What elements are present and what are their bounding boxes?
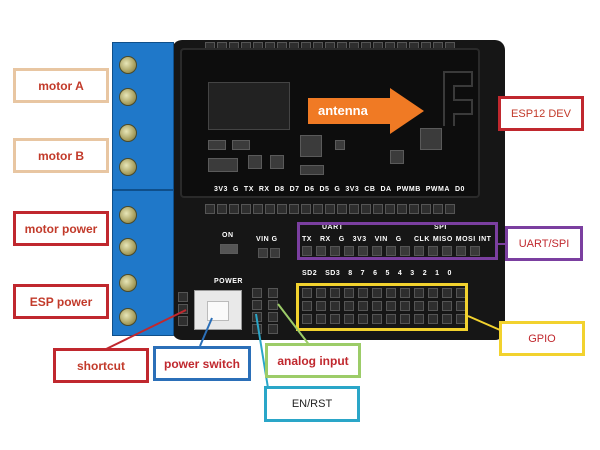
gpio-pin-label: 7 bbox=[360, 270, 366, 277]
shortcut-pins bbox=[178, 292, 188, 326]
smd-component bbox=[300, 165, 324, 175]
motor-b-label: motor B bbox=[13, 138, 109, 173]
terminal-screw bbox=[119, 158, 137, 176]
gpio-highlight bbox=[296, 283, 468, 331]
esp-pin-label: D0 bbox=[454, 186, 465, 193]
analog-pins bbox=[268, 288, 278, 334]
uart-pin-label: VIN bbox=[374, 236, 388, 243]
esp-pin-label: D5 bbox=[319, 186, 330, 193]
terminal-screw bbox=[119, 88, 137, 106]
lower-header-pins bbox=[205, 204, 455, 214]
smd-component bbox=[390, 150, 404, 164]
smd-component bbox=[208, 140, 226, 150]
terminal-screw bbox=[119, 206, 137, 224]
esp-pin-label: D6 bbox=[304, 186, 315, 193]
terminal-screw bbox=[119, 124, 137, 142]
uart-pin-labels: TX RX G 3V3 VIN G bbox=[302, 236, 402, 243]
gpio-pin-labels: SD2 SD3 8 7 6 5 4 3 2 1 0 bbox=[302, 270, 452, 277]
smd-component bbox=[300, 135, 322, 157]
power-led bbox=[220, 244, 238, 254]
motor-a-label: motor A bbox=[13, 68, 109, 103]
smd-component bbox=[270, 155, 284, 169]
uart-pin-label: G bbox=[338, 236, 345, 243]
gpio-pin-label: 6 bbox=[373, 270, 378, 277]
vin-pins bbox=[258, 248, 280, 258]
en-rst-label: EN/RST bbox=[264, 386, 360, 422]
esp-pin-label: RX bbox=[258, 186, 270, 193]
terminal-screw bbox=[119, 56, 137, 74]
uart-pin-label: TX bbox=[302, 236, 312, 243]
uart-spi-highlight bbox=[297, 222, 498, 260]
esp-pin-label: CB bbox=[364, 186, 376, 193]
smd-component bbox=[208, 158, 238, 172]
esp-pin-label: D7 bbox=[289, 186, 300, 193]
uart-pin-label: 3V3 bbox=[352, 236, 367, 243]
gpio-pin-label: 2 bbox=[422, 270, 428, 277]
smd-component bbox=[420, 128, 442, 150]
power-switch-body bbox=[194, 290, 242, 330]
smd-component bbox=[335, 140, 345, 150]
uart-pin-label: G bbox=[395, 236, 402, 243]
shortcut-label: shortcut bbox=[53, 348, 149, 383]
uart-spi-label: UART/SPI bbox=[505, 226, 583, 261]
antenna-label: antenna bbox=[318, 103, 368, 118]
esp-pin-label: D8 bbox=[274, 186, 285, 193]
gpio-pins bbox=[302, 288, 466, 324]
driver-chip bbox=[208, 82, 290, 130]
spi-pin-label: INT bbox=[478, 236, 492, 243]
analog-input-label: analog input bbox=[265, 343, 361, 378]
esp-pin-label: DA bbox=[380, 186, 392, 193]
spi-pin-label: MISO bbox=[432, 236, 453, 243]
spi-pin-label: CLK bbox=[414, 236, 430, 243]
esp-pin-label: 3V3 bbox=[345, 186, 360, 193]
gpio-pin-label: 4 bbox=[397, 270, 403, 277]
uart-pin-label: RX bbox=[319, 236, 331, 243]
gpio-pin-label: 0 bbox=[447, 270, 452, 277]
esp-pin-label: PWMB bbox=[396, 186, 421, 193]
esp-power-label: ESP power bbox=[13, 284, 109, 319]
gpio-label: GPIO bbox=[499, 321, 585, 356]
spi-pin-labels: CLK MISO MOSI INT bbox=[414, 236, 491, 243]
on-led-label: ON bbox=[222, 232, 234, 239]
esp-pin-label: PWMA bbox=[425, 186, 450, 193]
esp-pin-label: TX bbox=[243, 186, 254, 193]
power-silk-label: POWER bbox=[214, 278, 243, 285]
esp12-dev-label: ESP12 DEV bbox=[498, 96, 584, 131]
power-switch-label: power switch bbox=[153, 346, 251, 381]
gpio-pin-label: 5 bbox=[385, 270, 390, 277]
esp-pin-labels: 3V3 G TX RX D8 D7 D6 D5 G 3V3 CB DA PWMB… bbox=[214, 186, 465, 193]
gpio-pin-label: 1 bbox=[435, 270, 440, 277]
terminal-screw bbox=[119, 238, 137, 256]
antenna-trace bbox=[443, 71, 473, 126]
motor-power-label: motor power bbox=[13, 211, 109, 246]
antenna-arrow bbox=[308, 88, 424, 134]
smd-component bbox=[248, 155, 262, 169]
spi-title: SPI bbox=[434, 224, 447, 231]
smd-component bbox=[232, 140, 250, 150]
gpio-pin-label: 8 bbox=[348, 270, 353, 277]
gpio-pin-label: 3 bbox=[410, 270, 415, 277]
esp-pin-label: G bbox=[232, 186, 239, 193]
esp-pin-label: G bbox=[334, 186, 341, 193]
uart-title: UART bbox=[322, 224, 344, 231]
terminal-screw bbox=[119, 274, 137, 292]
gpio-pin-label: SD2 bbox=[302, 270, 318, 277]
gpio-pin-label: SD3 bbox=[325, 270, 341, 277]
esp-pin-label: 3V3 bbox=[214, 186, 228, 193]
vin-g-label: VIN G bbox=[256, 236, 278, 243]
terminal-screw bbox=[119, 308, 137, 326]
spi-pin-label: MOSI bbox=[455, 236, 476, 243]
uart-spi-pins bbox=[302, 246, 480, 256]
